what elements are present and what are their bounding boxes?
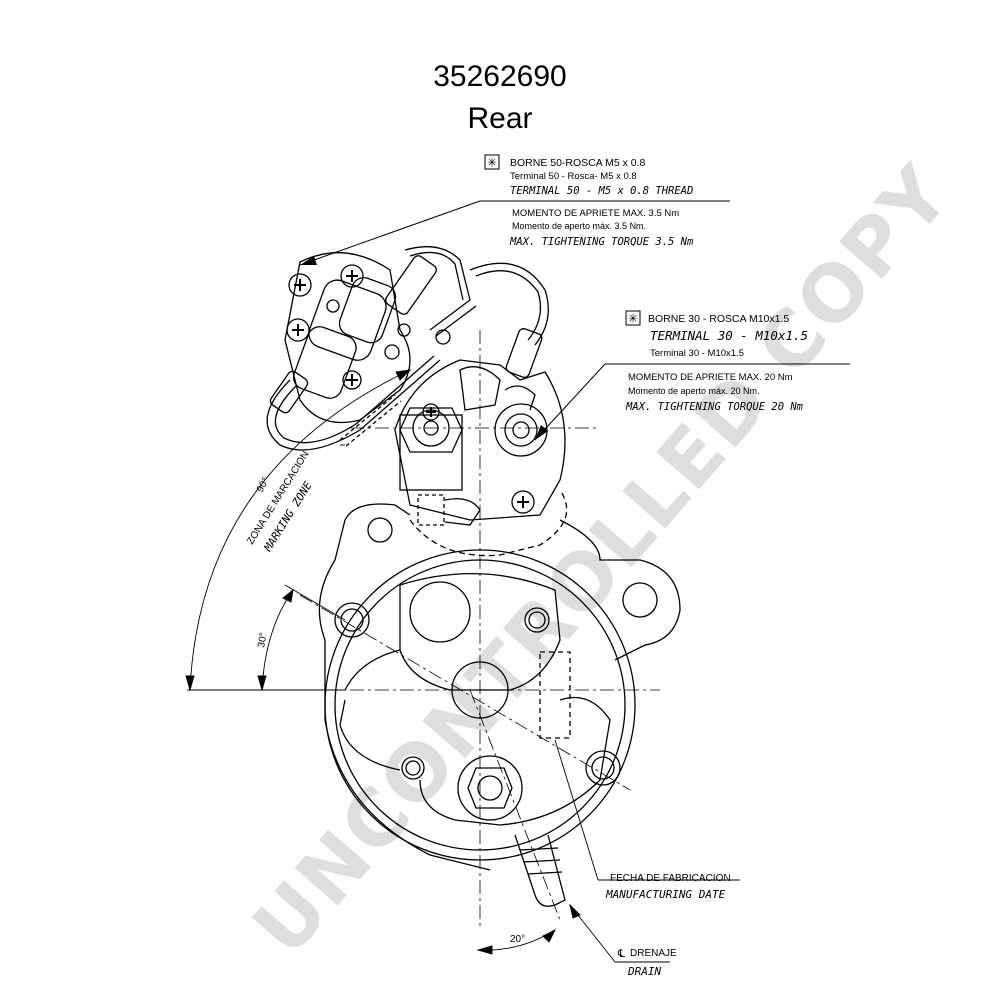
part-number-title: 35262690 — [433, 60, 567, 93]
mounting-hole — [622, 582, 658, 618]
center-lines — [200, 330, 660, 930]
wire-harness — [266, 246, 549, 451]
view-label: Rear — [467, 102, 533, 135]
manufacturing-date-es: FECHA DE FABRICACION — [610, 873, 731, 884]
terminal-50-label-es: BORNE 50-ROSCA M5 x 0.8 — [510, 157, 646, 169]
terminal-30-torque-en: MAX. TIGHTENING TORQUE 20 Nm — [625, 401, 804, 413]
terminal-30-callout: ✳ BORNE 30 - ROSCA M10x1.5 TERMINAL 30 -… — [534, 310, 850, 441]
screw-head-icon — [422, 403, 440, 421]
through-bolt — [585, 750, 621, 786]
connector-boot-icon — [505, 328, 543, 378]
terminal-30-stud — [494, 403, 548, 457]
screw-head-icon — [511, 490, 535, 514]
drain-angle-label: 20° — [510, 934, 525, 945]
drain-tube — [514, 834, 566, 907]
terminal-block — [394, 359, 568, 557]
pinion-housing — [409, 581, 471, 643]
drain-callout: ℄ DRENAJE DRAIN 20° — [510, 903, 677, 978]
manufacturing-date-en: MANUFACTURING DATE — [605, 888, 726, 901]
terminal-50-callout: ✳ BORNE 50-ROSCA M5 x 0.8 Terminal 50 - … — [299, 154, 730, 266]
drain-label-es: DRENAJE — [630, 948, 677, 959]
mounting-hole — [367, 517, 393, 543]
drain-centerline-icon: ℄ — [617, 948, 625, 960]
screw-head-icon — [340, 264, 364, 288]
manufacturing-date-callout: FECHA DE FABRICACION MANUFACTURING DATE — [554, 739, 740, 901]
uncontrolled-copy-watermark: UNCONTROLLED COPY — [236, 149, 968, 972]
manufacturing-date-zone — [539, 651, 571, 739]
terminal-30-torque-es: MOMENTO DE APRIETE MAX. 20 Nm — [628, 372, 793, 383]
drain-label-en: DRAIN — [627, 965, 661, 978]
terminal-50-star-box — [484, 154, 500, 170]
through-bolt — [334, 602, 370, 638]
screw-head-icon — [288, 273, 312, 297]
terminal-50-label-pt: Terminal 50 - Rosca- M5 x 0.8 — [510, 171, 637, 182]
terminal-30-star-box — [625, 310, 641, 326]
terminal-50-torque-es: MOMENTO DE APRIETE MAX. 3.5 Nm — [512, 208, 679, 219]
angle-90-label: 90° — [255, 476, 272, 495]
marking-zone-dimension — [185, 369, 557, 955]
terminal-30-label-en: TERMINAL 30 - M10x1.5 — [650, 328, 808, 343]
connector-boot-icon — [385, 255, 437, 315]
terminal-50-torque-pt: Momento de aperto máx. 3.5 Nm. — [512, 221, 646, 231]
screw-head-icon — [286, 318, 310, 342]
terminal-30-star-icon: ✳ — [628, 312, 638, 326]
terminal-50-star-icon: ✳ — [487, 156, 497, 170]
terminal-30-label-pt: Terminal 30 - M10x1.5 — [650, 348, 744, 359]
solenoid-end-cap — [284, 252, 411, 424]
terminal-50-torque-en: MAX. TIGHTENING TORQUE 3.5 Nm — [509, 236, 694, 248]
terminal-30-label-es: BORNE 30 - ROSCA M10x1.5 — [648, 313, 789, 325]
terminal-50-label-en: TERMINAL 50 - M5 x 0.8 THREAD — [510, 185, 693, 197]
terminal-30-torque-pt: Momento de aperto máx. 20 Nm. — [628, 386, 760, 396]
drain-boss — [457, 755, 523, 821]
connector-boot-icon — [269, 370, 309, 414]
angle-30-label: 30° — [256, 632, 269, 649]
